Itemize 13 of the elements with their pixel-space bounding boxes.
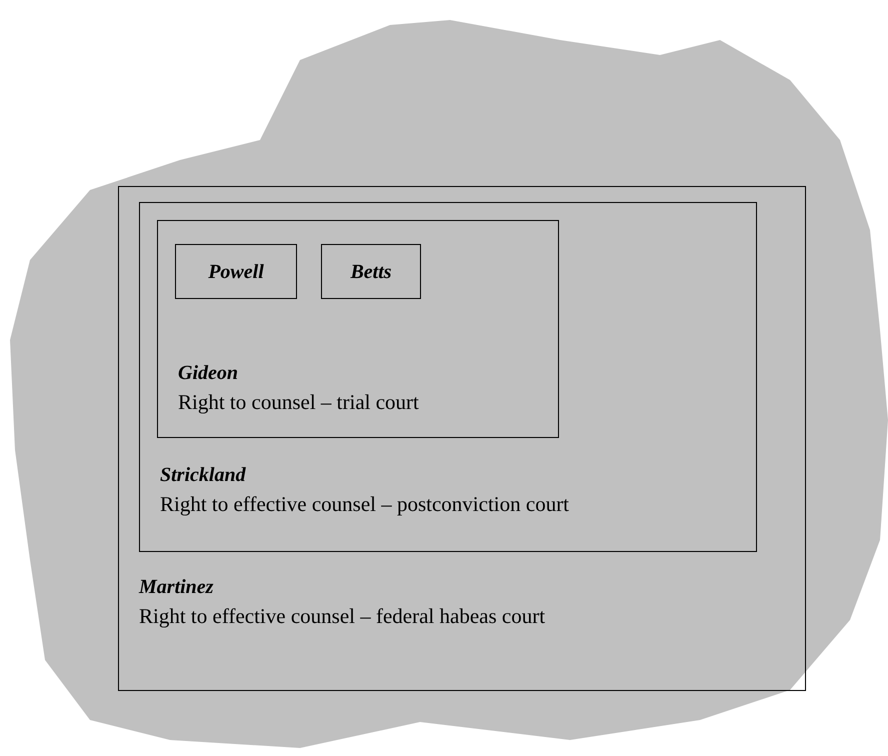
case-name: Martinez [139,575,214,600]
case-box [175,244,297,299]
case-name: Betts [350,260,392,284]
case-name: Powell [208,260,264,284]
case-box [139,202,757,552]
case-description: Right to effective counsel – federal habeas court [139,603,546,630]
case-box [157,220,559,438]
case-description: Right to counsel – trial court [178,389,419,416]
case-box [321,244,421,299]
case-box [118,186,806,691]
case-name: Gideon [178,361,239,386]
case-name: Strickland [160,463,247,488]
case-description: Right to effective counsel – postconviction court [160,491,570,518]
